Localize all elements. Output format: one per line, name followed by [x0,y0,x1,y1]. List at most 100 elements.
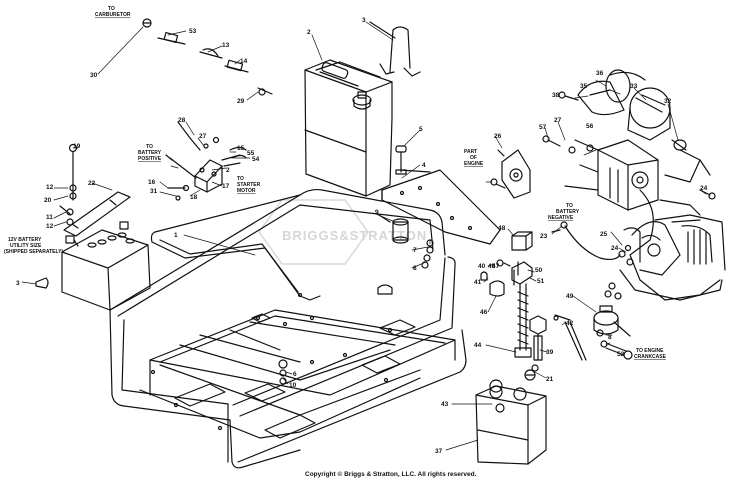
crankcase-fitting [605,343,633,360]
part-number: 4 [422,162,426,169]
part-number: 5 [419,126,423,133]
note-to-starter-motor: TO STARTER MOTOR [237,176,261,194]
part-number: 17 [222,183,230,190]
fuel-filter-bottle [475,364,547,465]
part-number: 2 [307,29,311,36]
battery-hold-down-strap [59,191,131,237]
part-number: 42 [566,320,574,327]
svg-text:MOTOR: MOTOR [237,188,256,194]
part-number: 56 [586,123,594,130]
svg-text:NEGATIVE: NEGATIVE [548,215,574,221]
part-number: 16 [148,179,156,186]
oil-fill-tube [480,259,532,358]
part-number: 35 [580,83,588,90]
part-number: 37 [435,448,443,455]
part-number: 47 [492,263,500,270]
part-number: 30 [90,72,98,79]
part-number: 19 [73,143,81,150]
part-number: 55 [247,150,255,157]
receptacle-parts [511,231,533,286]
note-part-of-engine: PART OF ENGINE [464,149,484,167]
svg-text:TO ENGINE: TO ENGINE [636,348,664,354]
svg-text:(SHIPPED SEPARATELY): (SHIPPED SEPARATELY) [4,249,63,255]
part-number: 44 [474,342,482,349]
part-number: 43 [441,401,449,408]
svg-text:12V BATTERY: 12V BATTERY [8,237,42,243]
svg-text:PART: PART [464,149,477,155]
part-number: 53 [189,28,197,35]
part-number: 7 [413,247,417,254]
note-to-carburetor: TO CARBURETOR [95,6,131,18]
part-number: 29 [237,98,245,105]
part-number: 36 [596,70,604,77]
part-number: 23 [540,233,548,240]
part-number: 39 [546,349,554,356]
part-number: 24 [700,185,708,192]
watermark-logo: BRIGGS&STRATTON [258,199,427,265]
part-number: 57 [539,124,547,131]
part-number: 45 [488,263,496,270]
svg-text:ENGINE: ENGINE [464,161,484,167]
part-number-labels: 1 2 3 3 4 5 6 7 8 9 10 11 12 12 13 14 15… [16,17,708,455]
watermark-text: BRIGGS&STRATTON [282,228,427,243]
part-number: 49 [566,293,574,300]
battery-bolt [35,143,78,289]
part-number: 12 [46,223,54,230]
part-number: 26 [494,133,502,140]
part-number: 28 [178,117,186,124]
part-number: 32 [664,98,672,105]
part-number: 13 [222,42,230,49]
part-number: 12 [46,184,54,191]
part-number: 21 [546,376,554,383]
svg-text:STARTER: STARTER [237,182,261,188]
svg-text:TO: TO [237,176,244,182]
fuel-tank-strap [369,21,421,77]
part-number: 20 [44,197,52,204]
part-number: 50 [535,267,543,274]
note-to-battery-positive: TO BATTERY POSITIVE [138,144,162,162]
note-to-engine-crankcase: TO ENGINE CRANKCASE [634,348,667,360]
svg-text:OF: OF [470,155,477,161]
battery [61,221,151,311]
part-number: 8 [608,334,612,341]
note-battery-spec: 12V BATTERY UTILITY SIZE (SHIPPED SEPARA… [4,237,63,255]
part-number: 33 [630,83,638,90]
copyright-notice: Copyright © Briggs & Stratton, LLC. All … [305,470,477,478]
part-number: 3 [16,280,20,287]
part-number: 54 [252,156,260,163]
svg-text:TO: TO [108,6,115,12]
ground-cable [551,221,632,261]
svg-text:BATTERY: BATTERY [138,150,162,156]
engine-assembly [542,135,726,301]
part-number: 18 [190,194,198,201]
part-number: 22 [88,180,96,187]
part-number: 25 [600,231,608,238]
part-number: 3 [362,17,366,24]
part-number: 41 [474,279,482,286]
svg-text:TO: TO [566,203,573,209]
fuel-tank [304,59,393,197]
note-to-battery-negative: TO BATTERY NEGATIVE [548,203,580,221]
svg-text:TO: TO [146,144,153,150]
part-number: 40 [478,263,486,270]
part-number: 1 [174,232,178,239]
part-number: 31 [150,188,158,195]
part-number: 15 [237,145,245,152]
oil-drain-assembly [529,314,608,361]
part-number: 10 [289,382,297,389]
part-number: 38 [552,92,560,99]
part-number: 46 [480,309,488,316]
part-number: 8 [413,265,417,272]
part-number: 9 [375,209,379,216]
svg-text:CRANKCASE: CRANKCASE [634,354,667,360]
part-number: 48 [498,225,506,232]
svg-text:POSITIVE: POSITIVE [138,156,162,162]
svg-text:BATTERY: BATTERY [556,209,580,215]
frame-assembly [109,188,467,469]
annotation-notes: TO CARBURETOR TO BATTERY POSITIVE TO STA… [4,6,667,360]
bolt [395,145,407,175]
part-number: 24 [611,245,619,252]
misc-fasteners [278,254,622,385]
starter-solenoid [165,121,247,201]
